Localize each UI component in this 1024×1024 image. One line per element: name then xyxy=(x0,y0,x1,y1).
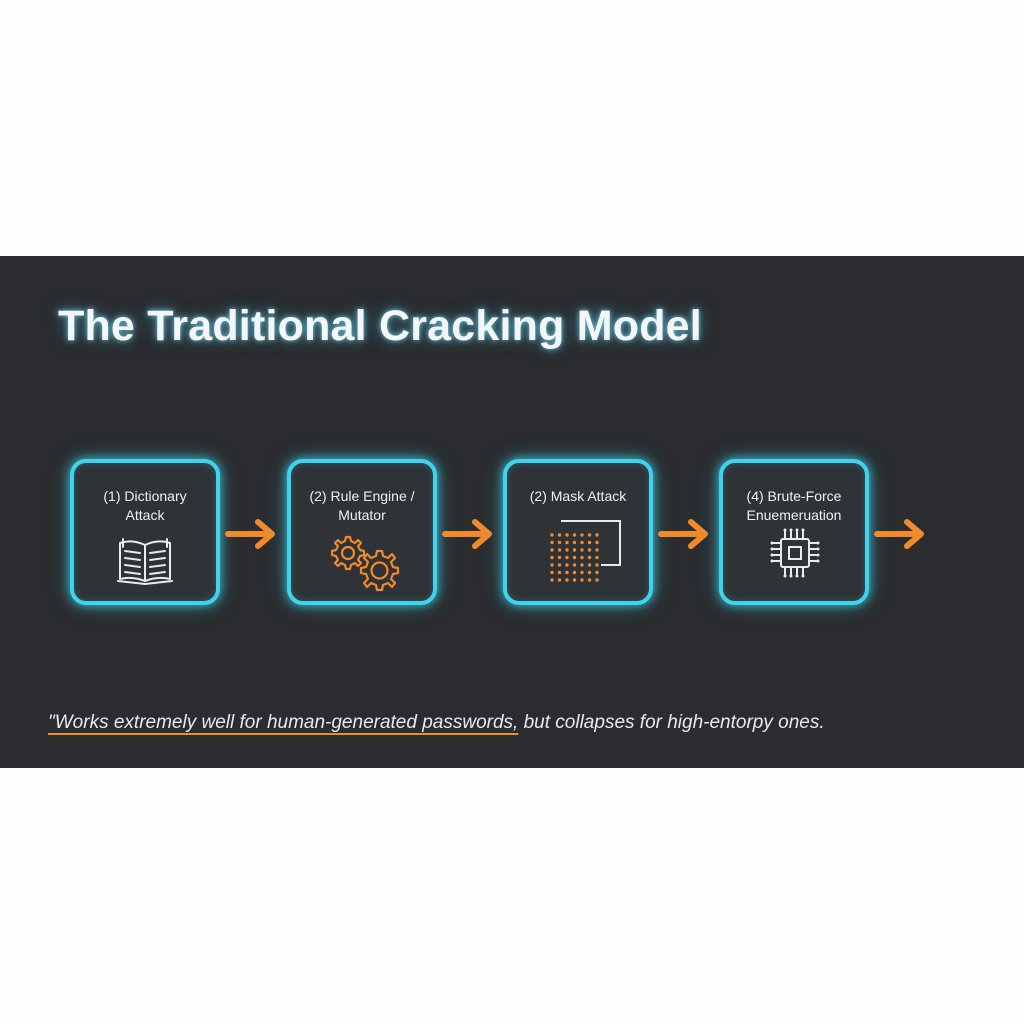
mask-dot xyxy=(557,548,562,552)
mask-dot xyxy=(550,548,554,552)
cpu-chip-icon xyxy=(770,528,820,578)
mask-dot xyxy=(580,533,584,537)
mask-dot xyxy=(572,570,577,575)
mask-dot xyxy=(595,563,599,567)
mask-dot xyxy=(565,533,569,537)
mask-dot xyxy=(550,563,554,567)
slide-title: The Traditional Cracking Model xyxy=(58,302,702,350)
mask-dot xyxy=(587,578,592,582)
arrow-right-icon xyxy=(225,519,275,549)
mask-dot xyxy=(580,555,584,560)
mask-dot xyxy=(557,578,562,582)
mask-dot xyxy=(557,570,562,575)
mask-dot xyxy=(580,548,584,552)
mask-dot xyxy=(587,570,592,575)
footnote-rest-text: but collapses for high-entorpy ones. xyxy=(518,712,825,733)
arrow-right-icon xyxy=(658,519,708,549)
mask-dot xyxy=(580,578,584,582)
step-label: (1) Dictionary Attack xyxy=(103,488,187,523)
mask-dot xyxy=(565,563,569,567)
mask-dot xyxy=(557,563,562,567)
mask-dot xyxy=(565,540,569,545)
step-label: (4) Brute-Force Enuemeruation xyxy=(746,488,842,523)
mask-dot xyxy=(572,578,577,582)
arrow-right-icon xyxy=(442,519,492,549)
mask-dot xyxy=(557,555,562,560)
mask-dot xyxy=(580,563,584,567)
mask-dot xyxy=(550,555,554,560)
mask-dot xyxy=(572,555,577,560)
mask-dot xyxy=(572,540,577,545)
step-rule-engine-mutator: (2) Rule Engine / Mutator xyxy=(287,459,437,605)
mask-dot xyxy=(587,540,592,545)
mask-dot xyxy=(572,533,577,537)
mask-dot xyxy=(580,540,584,545)
mask-dot xyxy=(550,533,554,537)
mask-dot xyxy=(565,555,569,560)
mask-dot xyxy=(550,570,554,575)
mask-dot xyxy=(565,578,569,582)
step-label: (2) Mask Attack xyxy=(529,488,627,504)
mask-dot xyxy=(550,540,554,545)
step-brute-force-enumeration: (4) Brute-Force Enuemeruation xyxy=(719,459,869,605)
mask-dot xyxy=(580,570,584,575)
mask-dot xyxy=(587,563,592,567)
step-dictionary-attack: (1) Dictionary Attack xyxy=(70,459,220,605)
mask-dot xyxy=(595,540,599,545)
mask-dot xyxy=(565,548,569,552)
gears-icon xyxy=(330,535,400,592)
mask-dot xyxy=(595,533,599,537)
footnote-underlined-text: "Works extremely well for human-generate… xyxy=(48,712,519,733)
step-label: (2) Rule Engine / Mutator xyxy=(309,488,415,523)
mask-dot xyxy=(587,548,592,552)
mask-dot xyxy=(572,563,577,567)
mask-dot xyxy=(587,533,592,537)
open-book-icon xyxy=(117,538,173,585)
mask-dot xyxy=(572,548,577,552)
step-mask-attack: (2) Mask Attack xyxy=(503,459,653,605)
arrow-right-icon xyxy=(874,519,924,549)
mask-dot xyxy=(595,555,599,560)
footnote: "Works extremely well for human-generate… xyxy=(48,712,825,734)
mask-dot xyxy=(595,578,599,582)
mask-dot xyxy=(587,555,592,560)
mask-dot xyxy=(595,548,599,552)
mask-dot xyxy=(557,533,562,537)
mask-dot xyxy=(595,570,599,575)
mask-dot xyxy=(550,578,554,582)
mask-dot xyxy=(557,540,562,545)
dot-grid-mask-icon xyxy=(550,520,621,582)
mask-dot xyxy=(565,570,569,575)
